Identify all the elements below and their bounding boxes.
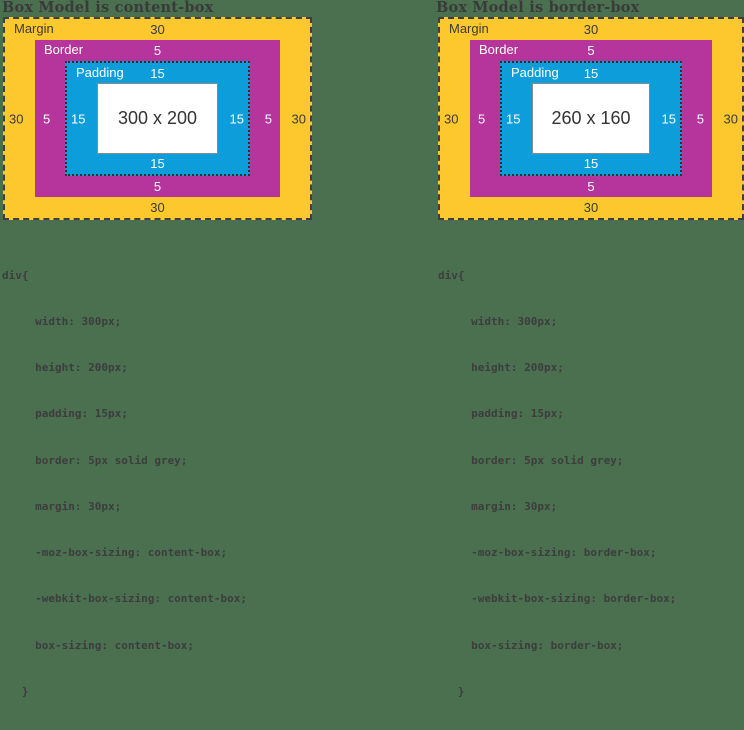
padding-layer: Padding 15 15 15 15 260 x 160	[500, 61, 682, 176]
code-line: width: 300px;	[438, 315, 558, 329]
border-right-value: 5	[696, 111, 704, 126]
padding-bottom-value: 15	[583, 156, 599, 171]
code-line: div{	[2, 268, 29, 282]
margin-label: Margin	[14, 21, 54, 36]
border-top-value: 5	[587, 43, 595, 58]
border-layer: Border 5 5 5 5 Padding 15 15 15 15 260 x…	[470, 40, 712, 197]
margin-left-value: 30	[9, 111, 24, 126]
padding-top-value: 15	[150, 66, 165, 81]
page-title-border-box: Box Model is border-box	[436, 0, 640, 16]
padding-bottom-value: 15	[150, 156, 165, 171]
padding-right-value: 15	[229, 111, 244, 126]
padding-label: Padding	[76, 65, 124, 80]
content-box-area: 300 x 200	[97, 83, 218, 154]
margin-right-value: 30	[723, 111, 738, 126]
panel-content-box: Box Model is content-box Margin 30 30 30…	[0, 0, 372, 698]
code-line: width: 300px;	[2, 315, 122, 329]
margin-top-value: 30	[150, 22, 165, 37]
code-line: div{	[438, 268, 465, 282]
page-title-content-box: Box Model is content-box	[2, 0, 214, 16]
border-label: Border	[479, 42, 519, 57]
border-left-value: 5	[43, 111, 51, 126]
margin-bottom-value: 30	[583, 200, 599, 215]
margin-layer: Margin 30 30 30 30 Border 5 5 5 5 Paddin…	[438, 17, 744, 220]
code-line: box-sizing: border-box;	[438, 638, 624, 652]
margin-right-value: 30	[291, 111, 306, 126]
padding-left-value: 15	[71, 111, 86, 126]
code-line: -webkit-box-sizing: border-box;	[438, 592, 677, 606]
code-line: height: 200px;	[2, 361, 128, 375]
code-line: border: 5px solid grey;	[438, 453, 624, 467]
border-right-value: 5	[264, 111, 272, 126]
code-line: box-sizing: content-box;	[2, 638, 195, 652]
border-label: Border	[44, 42, 84, 57]
border-layer: Border 5 5 5 5 Padding 15 15 15 15 300 x…	[35, 40, 280, 197]
margin-bottom-value: 30	[150, 200, 165, 215]
css-code-block-content-box: div{ width: 300px; height: 200px; paddin…	[2, 237, 247, 730]
code-line: border: 5px solid grey;	[2, 453, 188, 467]
content-size-label: 300 x 200	[117, 108, 198, 128]
box-model-comparison-figure: Box Model is content-box Margin 30 30 30…	[0, 0, 744, 698]
code-line: }	[2, 684, 29, 698]
code-line: -webkit-box-sizing: content-box;	[2, 592, 248, 606]
border-top-value: 5	[153, 43, 162, 58]
code-line: margin: 30px;	[438, 499, 558, 513]
code-line: -moz-box-sizing: content-box;	[2, 546, 228, 560]
panel-border-box: Box Model is border-box Margin 30 30 30 …	[372, 0, 744, 698]
box-model-diagram-content-box: Margin 30 30 30 30 Border 5 5 5 5 Paddin…	[3, 17, 312, 220]
code-line: }	[438, 684, 465, 698]
border-bottom-value: 5	[153, 179, 162, 194]
padding-label: Padding	[511, 65, 559, 80]
padding-top-value: 15	[583, 66, 599, 81]
padding-right-value: 15	[661, 111, 676, 126]
border-bottom-value: 5	[587, 179, 595, 194]
margin-label: Margin	[449, 21, 489, 36]
code-line: height: 200px;	[438, 361, 564, 375]
code-line: margin: 30px;	[2, 499, 122, 513]
code-line: -moz-box-sizing: border-box;	[438, 546, 657, 560]
padding-left-value: 15	[506, 111, 521, 126]
margin-layer: Margin 30 30 30 30 Border 5 5 5 5 Paddin…	[3, 17, 312, 220]
margin-left-value: 30	[444, 111, 459, 126]
box-model-diagram-border-box: Margin 30 30 30 30 Border 5 5 5 5 Paddin…	[438, 17, 744, 220]
content-size-label: 260 x 160	[551, 108, 631, 128]
padding-layer: Padding 15 15 15 15 300 x 200	[65, 61, 250, 176]
margin-top-value: 30	[583, 22, 599, 37]
content-box-area: 260 x 160	[532, 83, 650, 154]
border-left-value: 5	[478, 111, 486, 126]
css-code-block-border-box: div{ width: 300px; height: 200px; paddin…	[438, 237, 676, 730]
